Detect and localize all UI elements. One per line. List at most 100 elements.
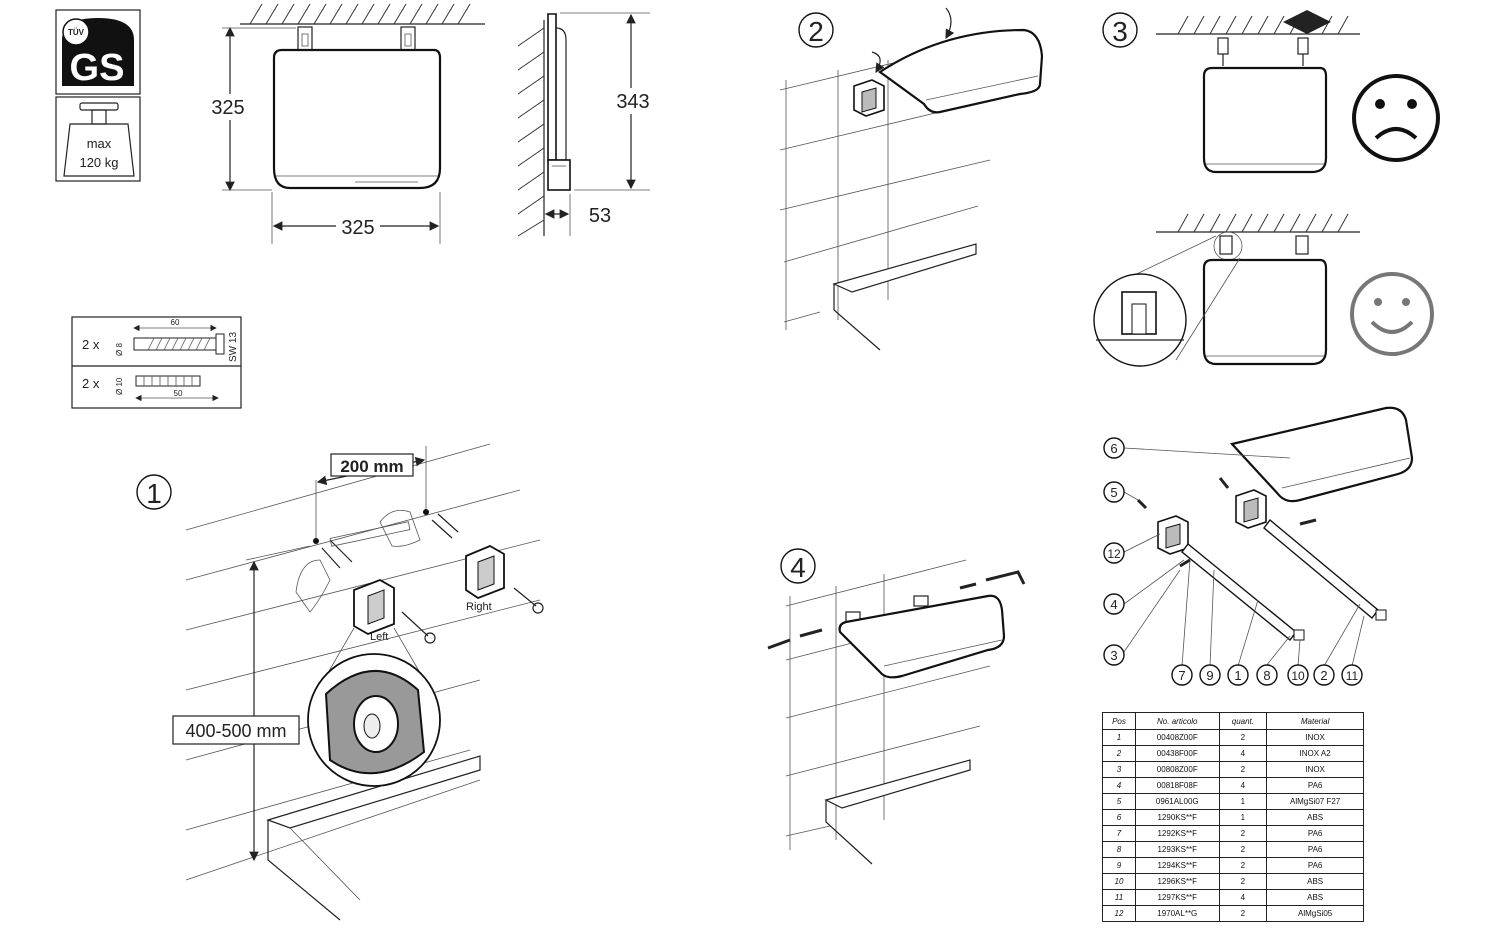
cell-qty: 1 <box>1218 809 1268 826</box>
side-view: 343 53 <box>517 12 656 237</box>
part-1-rail-left <box>1181 542 1305 642</box>
front-width-value: 325 <box>341 217 374 239</box>
cell-material: INOX <box>1266 729 1364 746</box>
cell-pos: 10 <box>1102 873 1136 890</box>
hole-spacing-label: 200 mm <box>340 457 403 476</box>
dowel-left-icon <box>321 539 353 569</box>
cell-material: ABS <box>1266 889 1364 906</box>
cell-article: 1294KS**F <box>1135 857 1220 874</box>
cell-material: AlMgSi05 <box>1266 905 1364 922</box>
callout-9: 9 <box>1206 668 1213 683</box>
max-load-badge: max 120 kg <box>55 96 141 182</box>
cell-material: INOX A2 <box>1266 745 1364 762</box>
seat-front <box>272 48 442 190</box>
callout-12: 12 <box>1107 547 1121 561</box>
part-2-rail-right <box>1263 518 1387 621</box>
cell-pos: 3 <box>1102 761 1136 778</box>
cell-article: 00818F08F <box>1135 777 1220 794</box>
cell-qty: 2 <box>1218 825 1268 842</box>
cell-material: AlMgSi07 F27 <box>1266 793 1364 810</box>
screw-diameter: Ø 8 <box>115 343 124 356</box>
plug-qty: 2 x <box>82 376 100 391</box>
callout-4: 4 <box>1110 597 1117 612</box>
cell-pos: 8 <box>1102 841 1136 858</box>
gs-mark: GS <box>70 47 125 89</box>
part-6-seat <box>1229 406 1414 503</box>
bracket-left-icon <box>353 579 395 635</box>
cell-pos: 9 <box>1102 857 1136 874</box>
step-2-bracket-icon <box>853 79 885 117</box>
screw-key-size: SW 13 <box>228 332 239 362</box>
cell-article: 00438F00F <box>1135 745 1220 762</box>
bracket-right-icon <box>465 544 505 600</box>
part-5-pin <box>1218 477 1230 489</box>
step-4-seat <box>838 594 1006 679</box>
step-2-number: 2 <box>808 16 824 47</box>
callout-6: 6 <box>1110 441 1117 456</box>
cell-material: PA6 <box>1266 777 1364 794</box>
callout-3: 3 <box>1110 648 1117 663</box>
cell-qty: 2 <box>1218 841 1268 858</box>
callout-5: 5 <box>1110 485 1117 500</box>
cell-material: PA6 <box>1266 857 1364 874</box>
cell-material: ABS <box>1266 809 1364 826</box>
cell-qty: 2 <box>1218 761 1268 778</box>
cell-article: 00808Z00F <box>1135 761 1220 778</box>
cell-material: PA6 <box>1266 841 1364 858</box>
callout-10: 10 <box>1291 669 1305 683</box>
seat-wrong <box>1202 66 1328 174</box>
cell-article: 00408Z00F <box>1135 729 1220 746</box>
cell-qty: 2 <box>1218 873 1268 890</box>
plug-length: 50 <box>174 389 183 398</box>
mount-height-label: 400-500 mm <box>185 721 286 741</box>
exploded-view: 6 5 12 4 3 7 9 1 8 10 2 11 <box>1103 406 1414 686</box>
cell-qty: 4 <box>1218 745 1268 762</box>
cell-pos: 7 <box>1102 825 1136 842</box>
cell-qty: 1 <box>1218 793 1268 810</box>
screw-length: 60 <box>171 318 180 327</box>
cell-qty: 4 <box>1218 889 1268 906</box>
hand-right-icon <box>379 509 421 547</box>
dowel-right-icon <box>431 513 459 539</box>
tuv-text: TÜV <box>68 28 85 37</box>
side-height-value: 343 <box>616 91 649 113</box>
happy-face-icon <box>1350 272 1434 356</box>
screw-right-icon <box>513 587 537 607</box>
part-12-bracket-icon <box>1157 489 1267 555</box>
step-3-number: 3 <box>1112 16 1128 47</box>
cell-article: 1292KS**F <box>1135 825 1220 842</box>
cell-pos: 12 <box>1102 905 1136 922</box>
max-label: max <box>87 136 112 151</box>
plug-diameter: Ø 10 <box>115 377 124 395</box>
cell-article: 1297KS**F <box>1135 889 1220 906</box>
header-qty: quant. <box>1218 712 1268 730</box>
step-4: 4 <box>767 548 1026 865</box>
max-load-value: 120 kg <box>79 155 118 170</box>
cell-qty: 2 <box>1218 905 1268 922</box>
left-label: Left <box>370 631 388 643</box>
step-4-number: 4 <box>790 552 806 583</box>
detail-zoom-circle <box>1093 273 1187 367</box>
cell-pos: 6 <box>1102 809 1136 826</box>
weight-icon <box>63 123 135 177</box>
cell-material: INOX <box>1266 761 1364 778</box>
callout-1: 1 <box>1234 668 1241 683</box>
cell-article: 1970AL**G <box>1135 905 1220 922</box>
cell-qty: 2 <box>1218 857 1268 874</box>
arrow-down-icon <box>871 51 885 74</box>
cell-article: 0961AL00G <box>1135 793 1220 810</box>
arrow-down-icon-2 <box>945 7 955 40</box>
cell-qty: 2 <box>1218 729 1268 746</box>
step-2: 2 <box>779 7 1044 351</box>
